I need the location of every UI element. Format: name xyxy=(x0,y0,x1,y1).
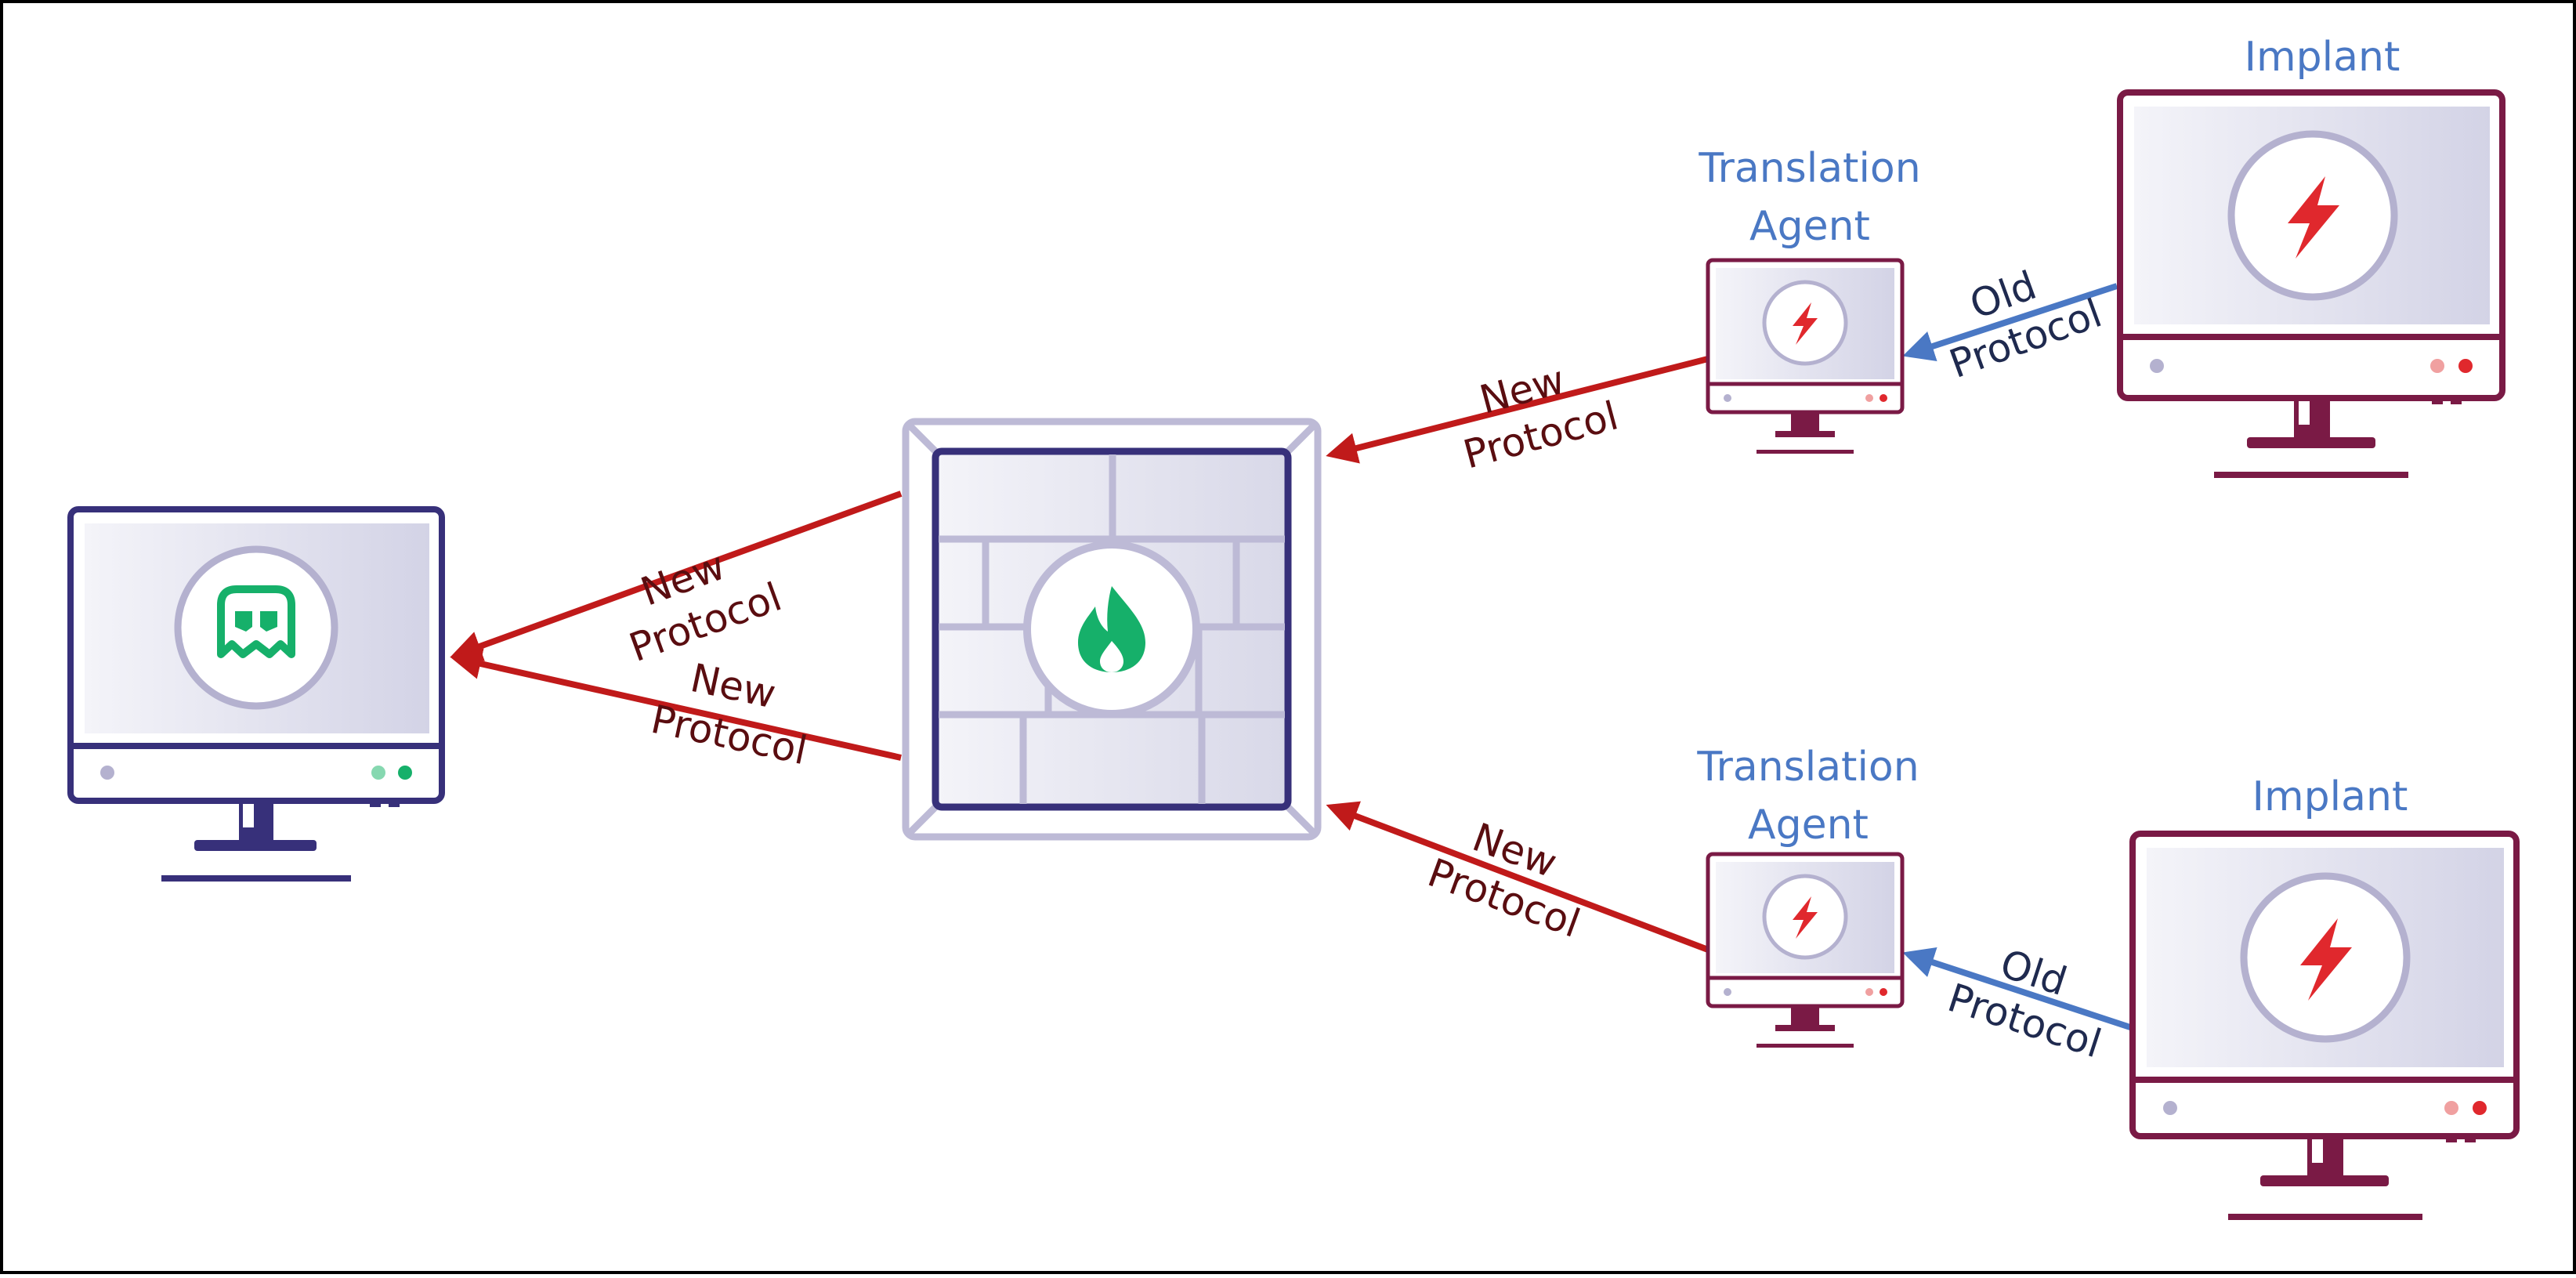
arrow-implant-bottom-to-agent xyxy=(1902,947,2134,1031)
arrow-firewall-to-c2-lower xyxy=(450,648,902,761)
link-label-c2-lower: New Protocol xyxy=(647,649,821,773)
arrow-agent-bottom-to-firewall xyxy=(1326,801,1709,953)
label-agent-bottom-line2: Agent xyxy=(1748,802,1869,849)
ghost-icon xyxy=(217,585,295,658)
label-implant-top: Implant xyxy=(2245,34,2401,81)
lightning-bolt-icon xyxy=(2288,176,2339,259)
arrow-implant-top-to-agent xyxy=(1902,283,2118,362)
lightning-bolt-icon xyxy=(1793,302,1818,345)
firewall xyxy=(902,418,1322,841)
link-label-firewall-top: New Protocol xyxy=(1446,346,1623,477)
label-implant-bottom: Implant xyxy=(2252,773,2408,820)
implant-bottom xyxy=(2129,831,2520,1220)
lightning-bolt-icon xyxy=(1793,896,1818,939)
label-agent-bottom-line1: Translation xyxy=(1696,744,1919,791)
translation-agent-top xyxy=(1706,258,1905,454)
lightning-bolt-icon xyxy=(2300,918,2352,1001)
label-agent-top-line2: Agent xyxy=(1749,203,1870,250)
implant-top xyxy=(2117,89,2505,478)
label-agent-top-line1: Translation xyxy=(1698,145,1920,192)
link-label-c2-upper: New Protocol xyxy=(607,528,787,671)
arrow-firewall-to-c2-upper xyxy=(450,491,903,661)
translation-agent-bottom xyxy=(1706,852,1905,1048)
flame-icon xyxy=(1078,586,1145,672)
c2-server-monitor xyxy=(67,506,445,882)
arrow-agent-top-to-firewall xyxy=(1326,356,1709,464)
